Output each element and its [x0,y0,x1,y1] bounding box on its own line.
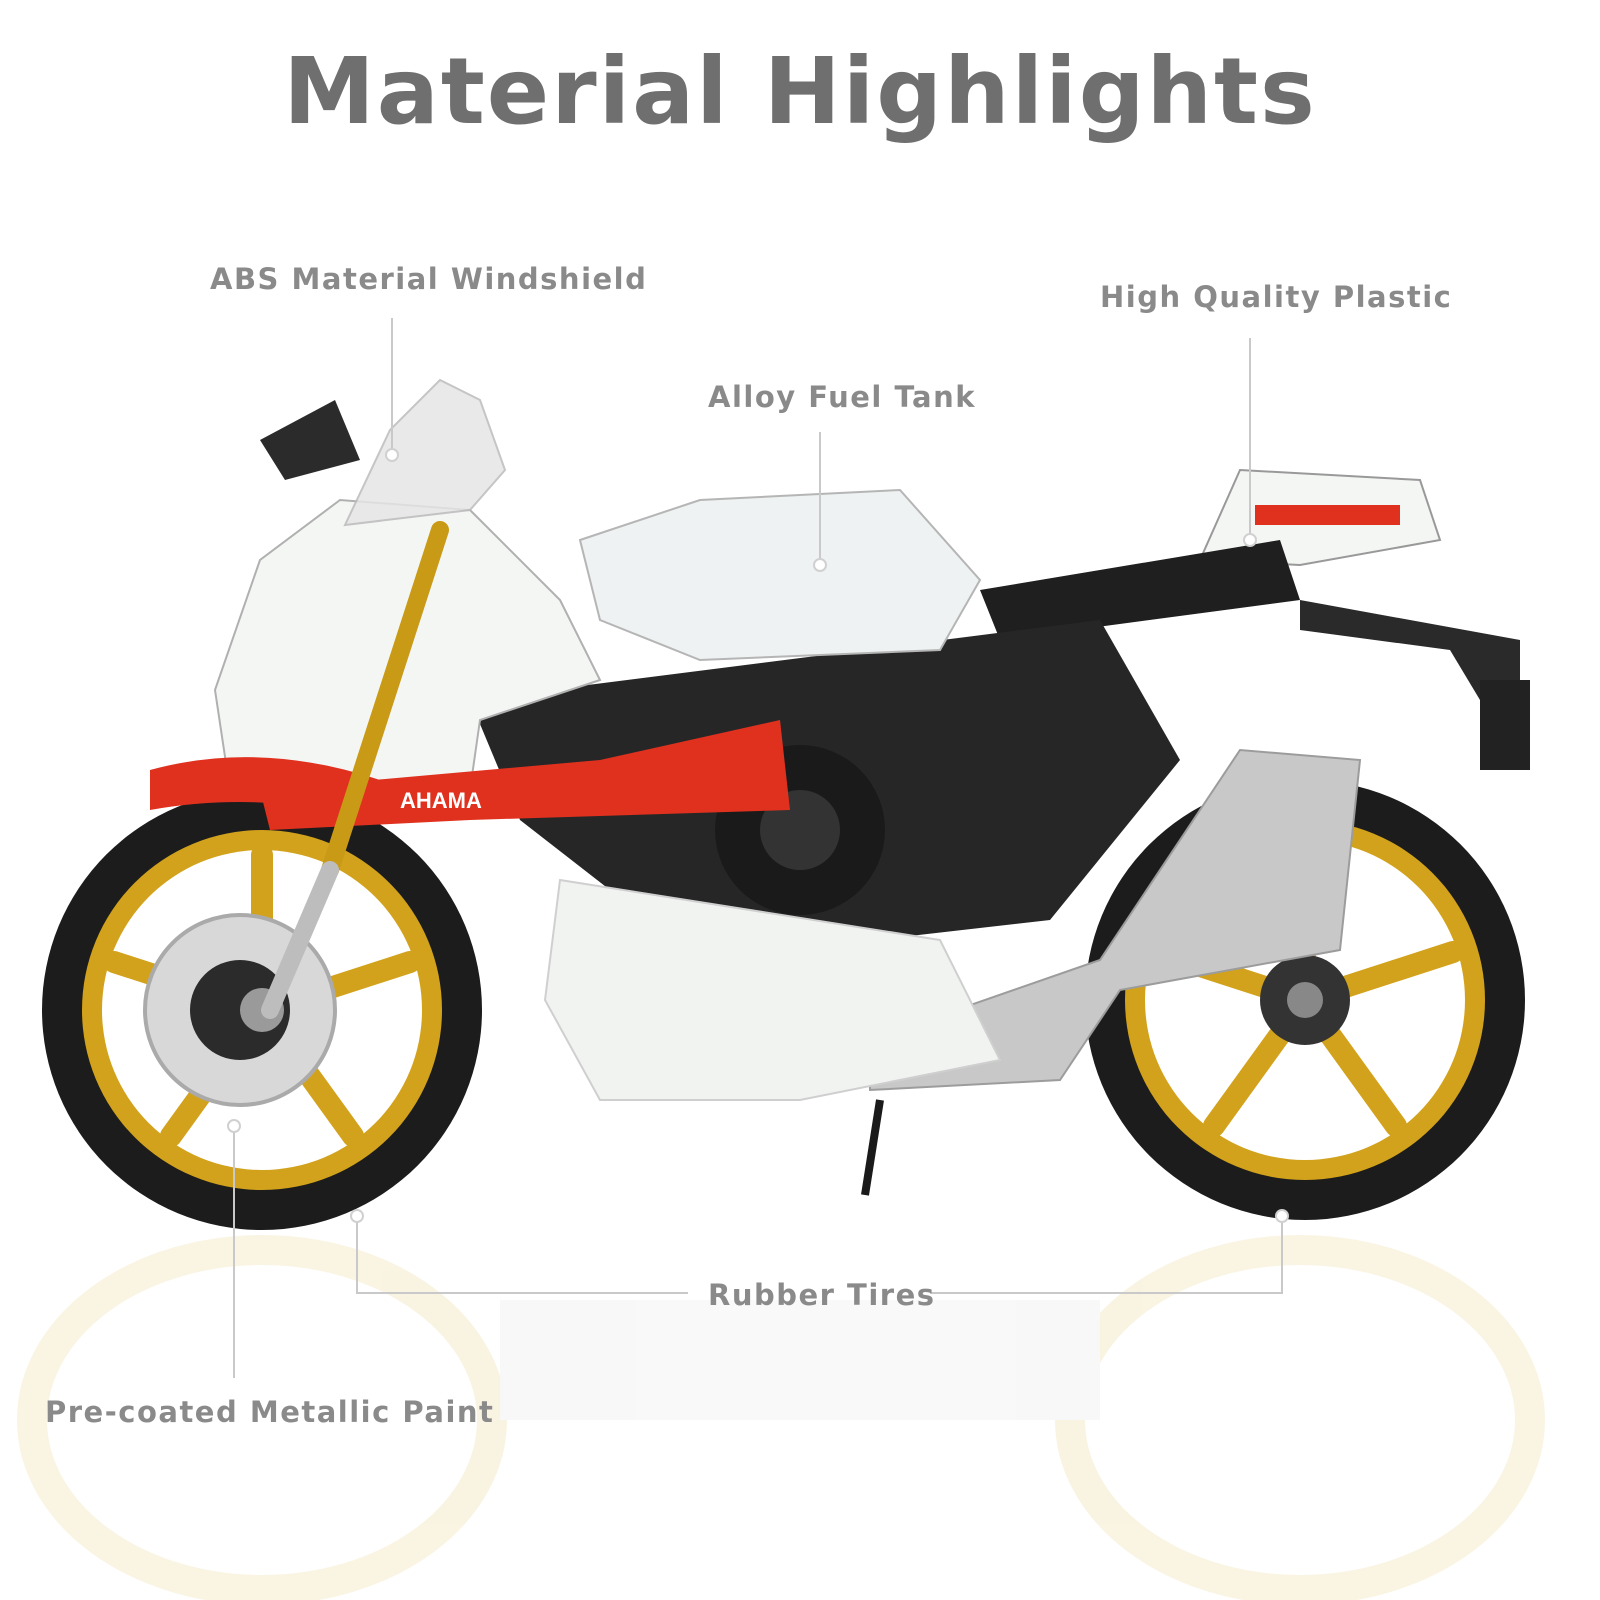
tail-stripe [1255,505,1400,525]
front-fender [150,757,380,820]
license-bracket [1300,600,1520,700]
callout-windshield: ABS Material Windshield [210,262,648,296]
page-title: Material Highlights [283,38,1317,145]
license-plate-holder [1480,680,1530,770]
callout-plastic: High Quality Plastic [1100,280,1453,314]
callout-paint: Pre-coated Metallic Paint [45,1395,495,1429]
lower-fairing [543,878,1002,1101]
bike-decal: AHAMA [400,788,482,813]
windshield [343,378,507,527]
seat [980,540,1300,640]
exhaust-muffler [869,748,1362,1092]
callout-fuel-tank: Alloy Fuel Tank [708,380,977,414]
callout-leaders [227,318,1289,1378]
kickstand [861,1099,884,1196]
front-wheel [42,790,482,1230]
fuel-tank [578,488,982,662]
motorcycle-reflection [17,1235,1545,1600]
side-mirror [260,400,360,480]
fairing-stripe [260,720,790,830]
callout-tires: Rubber Tires [708,1278,936,1312]
